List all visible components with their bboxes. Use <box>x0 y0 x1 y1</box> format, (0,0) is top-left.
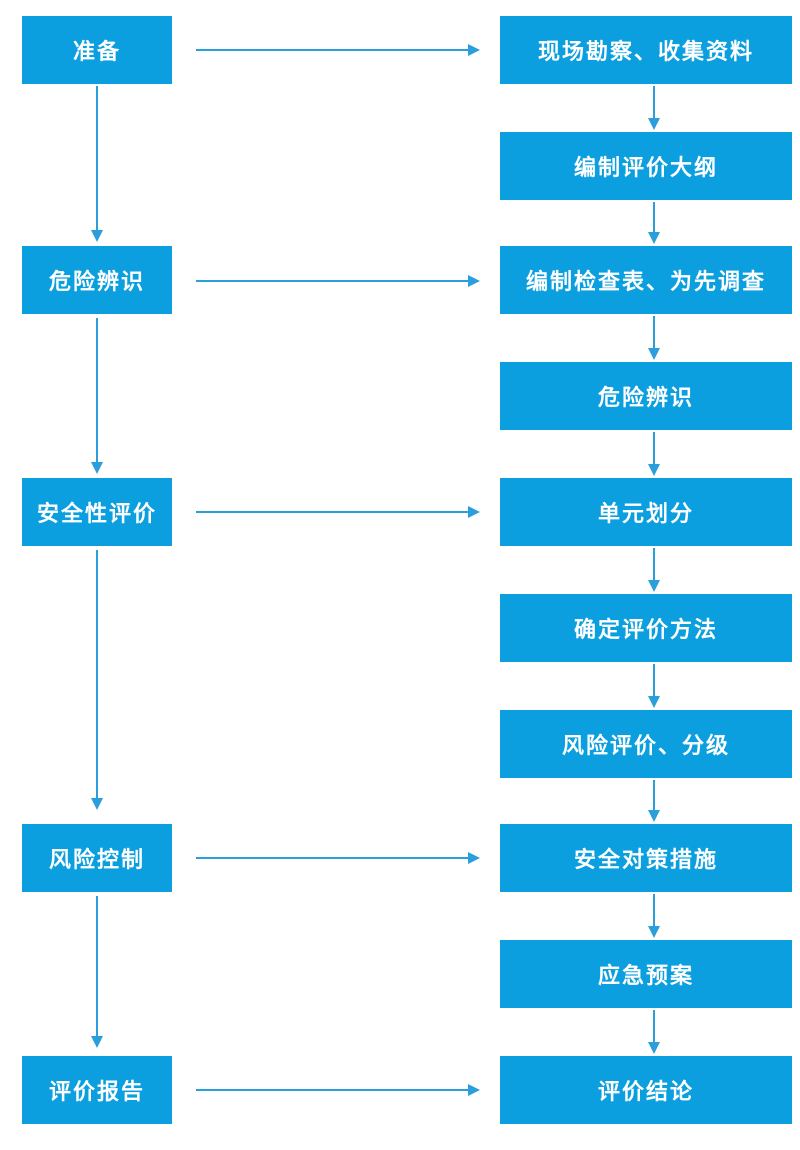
phase-label: 危险辨识 <box>48 270 145 295</box>
step-box-emergency-plan: 应急预案 <box>500 940 792 1008</box>
step-box-safety-measures: 安全对策措施 <box>500 824 792 892</box>
step-label: 风险评价、分级 <box>561 734 730 759</box>
step-box-evaluation-outline: 编制评价大纲 <box>500 132 792 200</box>
phase-label: 安全性评价 <box>36 502 157 527</box>
step-label: 现场勘察、收集资料 <box>537 40 754 65</box>
step-label: 编制检查表、为先调查 <box>525 270 766 295</box>
step-label: 应急预案 <box>597 964 694 989</box>
step-label: 安全对策措施 <box>573 848 718 873</box>
step-box-evaluation-method: 确定评价方法 <box>500 594 792 662</box>
phase-box-risk-control: 风险控制 <box>22 824 172 892</box>
phase-box-evaluation-report: 评价报告 <box>22 1056 172 1124</box>
step-label: 危险辨识 <box>597 386 694 411</box>
phase-label: 准备 <box>72 40 121 65</box>
step-label: 单元划分 <box>597 502 694 527</box>
step-label: 确定评价方法 <box>573 618 718 643</box>
step-box-checklist: 编制检查表、为先调查 <box>500 246 792 314</box>
phase-box-prepare: 准备 <box>22 16 172 84</box>
step-label: 评价结论 <box>597 1080 694 1105</box>
phase-label: 评价报告 <box>48 1080 145 1105</box>
step-label: 编制评价大纲 <box>573 156 718 181</box>
step-box-hazard-identification: 危险辨识 <box>500 362 792 430</box>
step-box-evaluation-conclusion: 评价结论 <box>500 1056 792 1124</box>
phase-box-hazard-identification: 危险辨识 <box>22 246 172 314</box>
step-box-risk-grading: 风险评价、分级 <box>500 710 792 778</box>
step-box-site-survey: 现场勘察、收集资料 <box>500 16 792 84</box>
step-box-unit-division: 单元划分 <box>500 478 792 546</box>
phase-label: 风险控制 <box>48 848 145 873</box>
phase-box-safety-evaluation: 安全性评价 <box>22 478 172 546</box>
